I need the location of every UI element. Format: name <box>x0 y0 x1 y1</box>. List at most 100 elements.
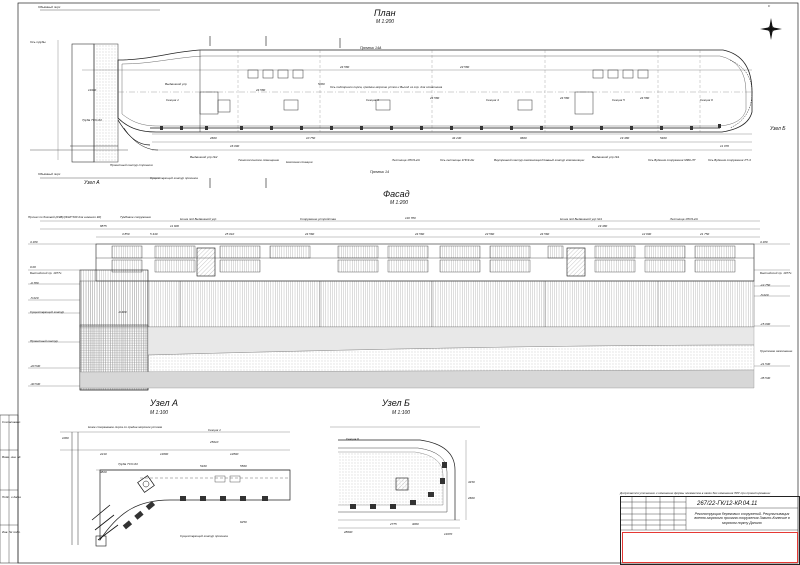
facade-dim-b: 11 600 <box>170 224 179 228</box>
node-b-dim-c: 3000 <box>412 522 419 526</box>
plan-comp: Главный контур компенсации <box>542 158 585 162</box>
facade-level1: Балтийский пр. 1977г. <box>30 271 63 275</box>
side-stamp-strip <box>0 414 19 564</box>
facade-title: Фасад <box>383 189 410 199</box>
compass-icon <box>760 18 782 40</box>
node-a-pipe: Труба ТСО-63 <box>118 462 138 466</box>
plan-outlet1: Выдвижной угр <box>165 82 187 86</box>
node-a-title: Узел А <box>150 398 179 408</box>
node-a-contour: Существующий контур прочника <box>180 534 228 538</box>
node-a-dim-f: 6250 <box>240 520 247 524</box>
node-a-dim-b: 12800 <box>230 452 239 456</box>
plan-dim-d6: 24 580 <box>560 96 570 100</box>
sheet-frame <box>17 2 799 564</box>
plan-existing-top: Объёмный пирс <box>38 5 61 9</box>
plan-tech1: Технологическое помещение <box>238 158 280 162</box>
facade-dim-k: 5 440 <box>150 232 158 236</box>
node-b-view <box>330 426 480 529</box>
plan-dim-d14: 16 000 <box>230 144 240 148</box>
node-a-view <box>60 431 291 547</box>
node-a-dim-i: 1000 <box>62 436 69 440</box>
facade-lvl-deep: -30.530 <box>30 382 41 386</box>
plan-compass-letter: C <box>768 4 771 8</box>
plan-dim-d15: 2600 <box>210 136 217 140</box>
plan-node-b: Узел Б <box>770 126 786 132</box>
node-a-dim-c: 11800 <box>160 452 169 456</box>
facade-lvl-mid2: -0.780 <box>30 281 39 285</box>
plan-new-line: Проектный контур строения <box>110 163 153 167</box>
facade-dim-d: 24 560 <box>305 232 315 236</box>
facade-outlet-b: Ниша под Выдвижной угр №1 <box>560 217 603 221</box>
facade-fill: Грунтовое заполнение <box>760 349 793 353</box>
facade-existing: Существующий контур <box>30 310 65 314</box>
plan-dim-d9: 44 230 <box>452 136 462 140</box>
facade-lvl-low: -20.530 <box>30 364 41 368</box>
plan-dim-d13: 11 970 <box>720 144 729 148</box>
plan-existing-bottom: Объёмный пирс <box>38 172 61 176</box>
plan-view <box>30 9 782 188</box>
facade-lvl-mid3: -5.020 <box>30 296 39 300</box>
plan-existing-line: Существующий контур прочника <box>150 176 198 180</box>
plan-dim-d1: 11940 <box>88 88 97 92</box>
stamp-replaced: Взам. инв. № <box>2 455 21 459</box>
node-a-dim-h: 3820 <box>100 470 107 474</box>
plan-trench-top: Прочник 14А <box>360 46 382 50</box>
plan-stair-axis: Ось лестницы 1ПС9-2Н <box>440 158 475 162</box>
facade-dim-f: 23 560 <box>485 232 495 236</box>
plan-stair: Лестница 1ПС9-2Н <box>392 158 420 162</box>
plan-axis-c: Ось Вудения сооружения ЛТ-3 <box>708 158 751 162</box>
node-b-dim-d: 11970 <box>444 532 453 536</box>
plan-title: План <box>374 8 396 18</box>
stamp-frame-red <box>622 532 798 563</box>
facade-beam: Тумбовое сооружение <box>120 215 151 219</box>
facade-dim-e: 24 560 <box>415 232 425 236</box>
plan-axis-b: Ось Вудения сооружения МФК-ЛТ <box>648 158 696 162</box>
facade-scale: М 1:200 <box>390 200 409 206</box>
facade-project: Проектный контур <box>30 339 58 343</box>
node-b-dim-e: 4150 <box>468 480 475 484</box>
stamp-sign: Подп. и дата <box>2 495 21 499</box>
node-b-dim-f: 2600 <box>468 496 475 500</box>
title-block-grid <box>620 496 798 531</box>
node-a-section: Секция 1 <box>208 428 221 432</box>
facade-lvl-mid1: 0.00 <box>30 265 36 269</box>
facade-dim-a: 8875 <box>100 224 107 228</box>
plan-pipe: Труба ТСО-63 <box>82 118 102 122</box>
plan-dim-d16: 10 750 <box>306 136 316 140</box>
plan-dim-d5: 23 580 <box>460 65 470 69</box>
plan-section4: Секция 4 <box>486 98 499 102</box>
node-a-scale: М 1:100 <box>150 410 169 416</box>
facade-struct: Сооружение устройства <box>300 217 336 221</box>
plan-section3: Секция 3 <box>366 98 379 102</box>
node-a-dim-a: 25010 <box>210 440 219 444</box>
plan-node-a: Узел А <box>84 180 100 186</box>
facade-dim-c: 25 010 <box>225 232 235 236</box>
facade-dim-total: 116 780 <box>405 216 416 220</box>
plan-dim-d11: 19 480 <box>620 136 630 140</box>
title-block-note: Допускается уточнение и изменение формы … <box>620 491 771 495</box>
facade-dim-l: 3 850 <box>122 232 130 236</box>
node-a-dim-e: 5560 <box>240 464 247 468</box>
facade-stair: Лестница 1ПС9-2Н <box>670 217 698 221</box>
facade-view <box>28 220 790 391</box>
facade-lvl-mid4: -9.400 <box>118 310 127 314</box>
plan-dim-d4: 24 580 <box>430 96 440 100</box>
facade-dim-h: 19 480 <box>598 224 608 228</box>
facade-lvl-r5: -21.530 <box>760 362 771 366</box>
facade-lvl-r1: 3.180 <box>760 240 768 244</box>
facade-outlet-a: Ниша под Выдвижной угр <box>180 217 217 221</box>
plan-outlet3: Выдвижной угр №1 <box>592 155 620 159</box>
facade-level2: Балтийский пр. 1977г. <box>760 271 793 275</box>
facade-dim-g: 24 560 <box>540 232 550 236</box>
drawing-description: Реконструкция береговых сооружений. Реку… <box>694 512 790 525</box>
plan-culvert: Ось трубы <box>30 40 46 44</box>
plan-dim-d3: 24 580 <box>340 65 350 69</box>
drawing-code: 267/22-ГК/12-КР.04.11 <box>697 501 758 507</box>
node-b-section: Секция 6 <box>346 437 359 441</box>
plan-axis-note: Ось подпорного пирса, средние морские ус… <box>330 85 443 89</box>
node-b-title: Узел Б <box>382 398 410 408</box>
facade-lvl-r2: -12.750 <box>760 283 771 287</box>
facade-lvl-r3: -5.020 <box>760 293 769 297</box>
